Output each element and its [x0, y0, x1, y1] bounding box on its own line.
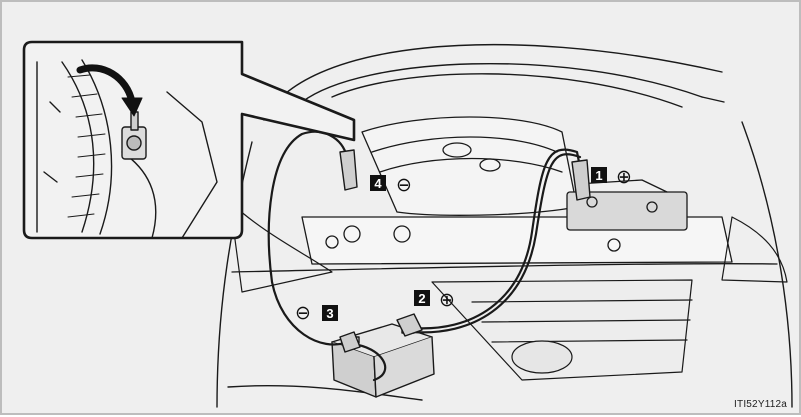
figure-id: ITI52Y112a: [734, 399, 787, 410]
label-2: 2 ⊕: [414, 289, 455, 311]
label-1-sign: ⊕: [616, 166, 632, 188]
car-body: [216, 44, 793, 408]
label-4: 4 ⊖: [370, 174, 412, 196]
detail-inset: [22, 40, 356, 240]
front-grille: [431, 279, 693, 381]
label-1: 1 ⊕: [591, 166, 632, 188]
label-3: ⊖ 3: [295, 302, 338, 324]
curved-arrow-icon: [76, 64, 143, 117]
label-1-number: 1: [595, 168, 602, 183]
label-4-sign: ⊖: [396, 174, 412, 196]
front-panel: [231, 216, 778, 273]
label-2-sign: ⊕: [439, 289, 455, 311]
engine-cover: [361, 116, 578, 216]
cable-clamps: [339, 149, 591, 353]
label-2-number: 2: [418, 291, 425, 306]
label-3-sign: ⊖: [295, 302, 311, 324]
label-3-number: 3: [326, 306, 333, 321]
headlights: [229, 201, 788, 293]
label-4-number: 4: [374, 176, 382, 191]
